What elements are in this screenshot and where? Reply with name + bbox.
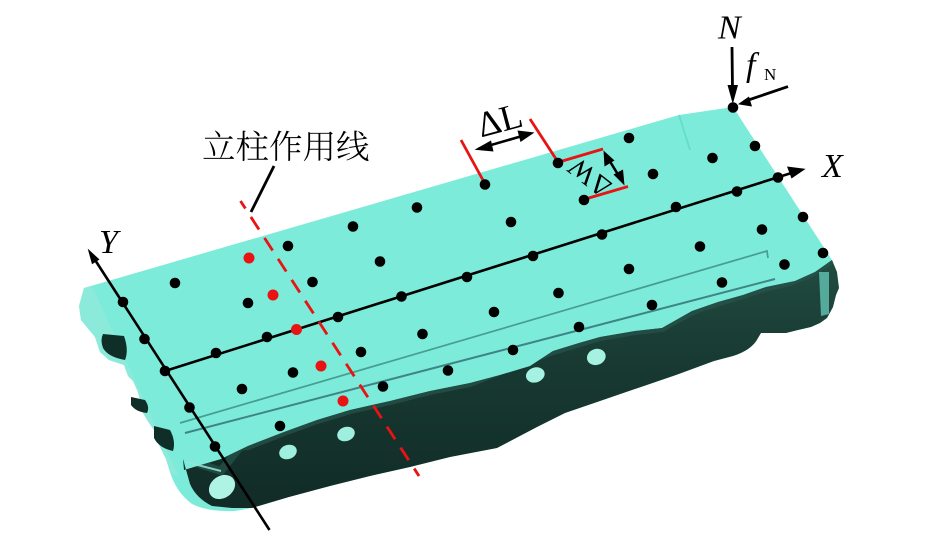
svg-text:Y: Y bbox=[99, 224, 121, 261]
svg-text:X: X bbox=[820, 148, 844, 185]
svg-text:N: N bbox=[764, 65, 776, 84]
svg-text:N: N bbox=[717, 10, 743, 47]
